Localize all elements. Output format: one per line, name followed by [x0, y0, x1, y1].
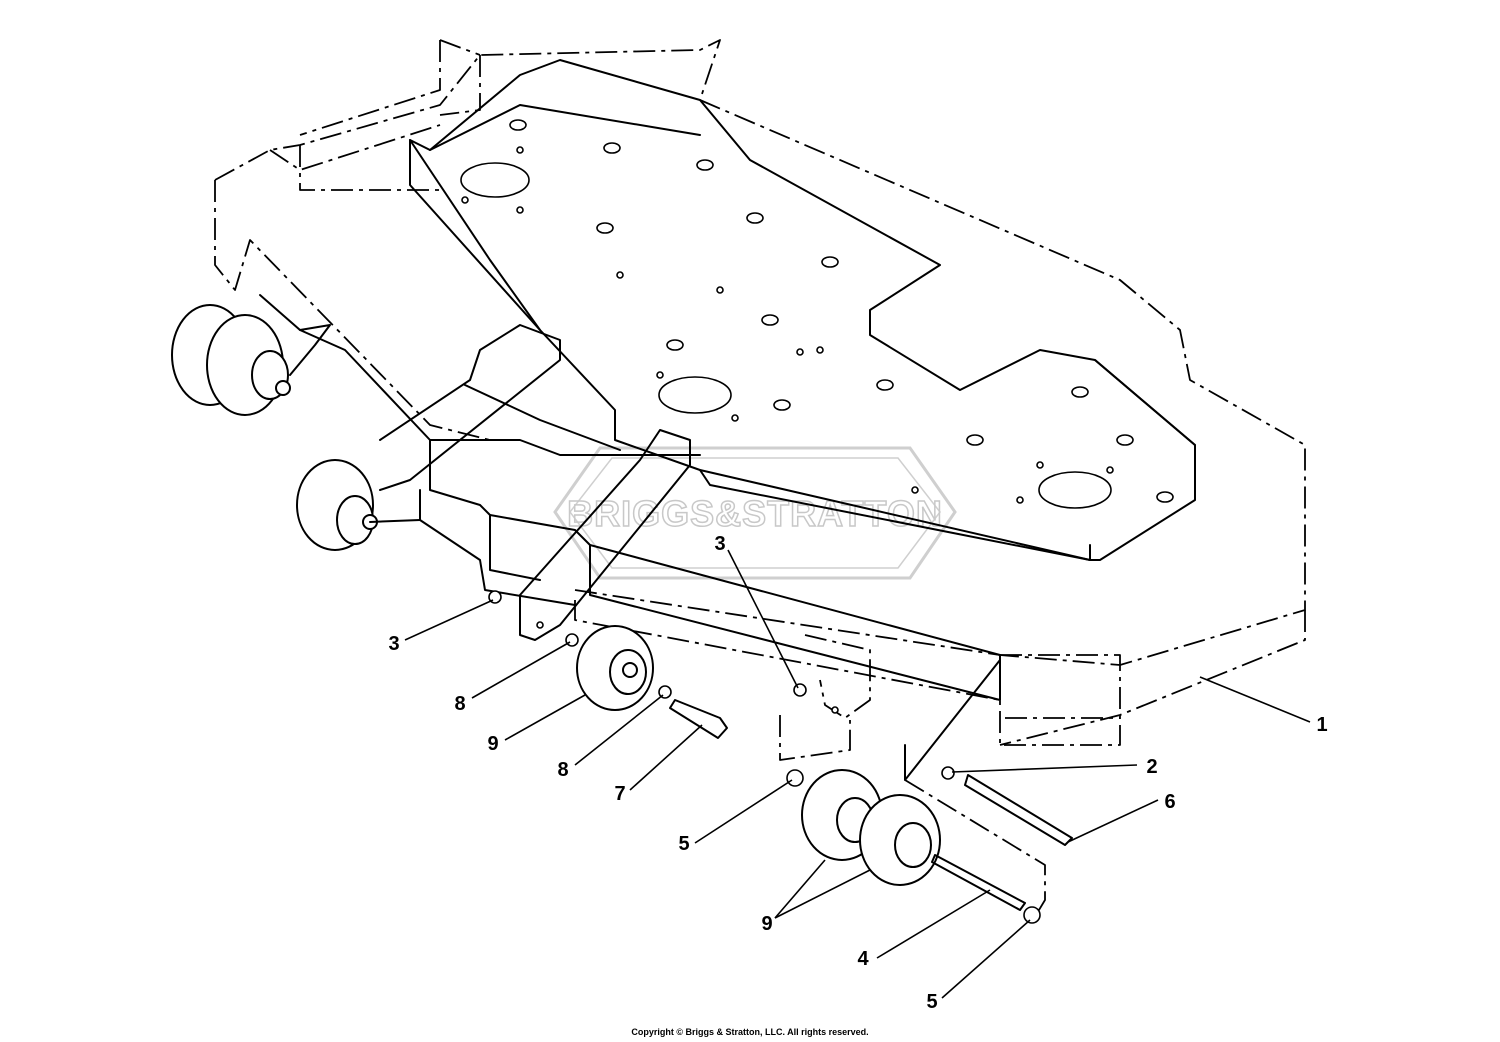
- front-center-wheel-assembly: [488, 429, 728, 739]
- nut-3b: [793, 683, 807, 697]
- deck-top-plate: [409, 59, 1196, 561]
- washer-5b: [1023, 906, 1041, 924]
- bolt-7: [669, 699, 728, 739]
- washer-8a: [565, 633, 579, 647]
- callout-8: 8: [454, 693, 465, 715]
- callouts: 3 8 9 8 7 3 1 2 6 5 9 4 5: [388, 533, 1327, 1013]
- plate-slots: [461, 119, 1174, 504]
- callout-5: 5: [678, 833, 689, 855]
- deck-front-skirt: [419, 439, 1001, 701]
- washer-5a: [786, 769, 804, 787]
- washer-2: [941, 766, 955, 780]
- rear-left-wheels: [171, 294, 621, 551]
- callout-1: 1: [1316, 714, 1327, 736]
- callout-2: 2: [1146, 756, 1157, 778]
- spindle-hole-right: [1038, 471, 1112, 509]
- copyright-notice: Copyright © Briggs & Stratton, LLC. All …: [631, 1027, 869, 1037]
- axle-6: [964, 774, 1073, 846]
- axle-4: [931, 854, 1026, 911]
- callout-6: 6: [1164, 791, 1175, 813]
- leader-lines: [404, 549, 1311, 999]
- watermark-text: BRIGGS&STRATTON: [567, 493, 943, 534]
- callout-9: 9: [487, 733, 498, 755]
- spindle-hole-center: [658, 376, 732, 414]
- callout-4: 4: [857, 948, 869, 970]
- callout-5: 5: [926, 991, 937, 1013]
- callout-9: 9: [761, 913, 772, 935]
- callout-3: 3: [388, 633, 399, 655]
- front-right-wheel-assembly: [779, 634, 1073, 926]
- watermark-logo: BRIGGS&STRATTON: [553, 446, 957, 580]
- callout-3: 3: [714, 533, 725, 555]
- spindle-hole-left: [460, 162, 530, 198]
- callout-7: 7: [614, 783, 625, 805]
- callout-8: 8: [557, 759, 568, 781]
